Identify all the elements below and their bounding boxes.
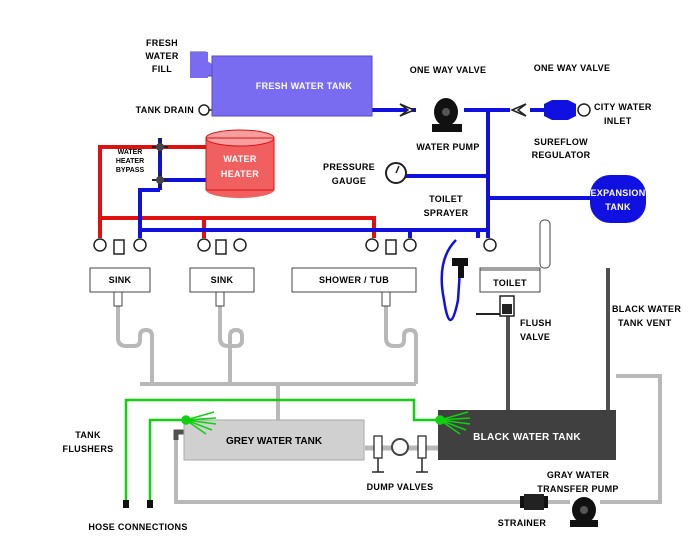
sureflow-regulator-label-1: SUREFLOW — [534, 137, 588, 147]
grey-water-tank-label: GREY WATER TANK — [226, 436, 323, 447]
gray-water-transfer-pump-label-2: TRANSFER PUMP — [537, 484, 618, 494]
fresh-water-tank-label: FRESH WATER TANK — [256, 81, 353, 91]
grey-tank-flusher-icon — [181, 411, 217, 435]
toilet-sprayer-icon[interactable] — [452, 258, 468, 278]
toilet-sprayer-label-2: SPRAYER — [424, 208, 469, 218]
sureflow-regulator-label-2: REGULATOR — [532, 150, 591, 160]
fresh-water-fill-label-1: FRESH — [146, 38, 178, 48]
hose-connection-2[interactable] — [147, 500, 153, 508]
pressure-gauge-label-1: PRESSURE — [323, 162, 375, 172]
gray-water-transfer-pump-icon[interactable] — [570, 497, 598, 527]
water-heater-label-line2: HEATER — [221, 169, 259, 179]
tank-flushers-label-1: TANK — [75, 430, 101, 440]
flush-valve-label-2: VALVE — [520, 332, 550, 342]
water-heater-bypass-valve-icon[interactable] — [152, 138, 168, 188]
city-water-inlet-icon[interactable] — [577, 103, 591, 117]
city-water-inlet-label-2: INLET — [604, 116, 632, 126]
flush-valve-icon[interactable] — [476, 295, 515, 317]
toilet — [479, 219, 551, 293]
faucet-valves[interactable] — [93, 238, 497, 255]
black-water-tank-label: BLACK WATER TANK — [473, 432, 581, 443]
water-heater-label-line1: WATER — [223, 154, 257, 164]
one-way-valve-label-2: ONE WAY VALVE — [534, 63, 611, 73]
expansion-tank-label-line1: EXPANSION — [590, 188, 645, 198]
sureflow-regulator-icon — [544, 100, 576, 120]
tank-flushers-label-2: FLUSHERS — [63, 444, 114, 454]
water-pump-label: WATER PUMP — [416, 142, 479, 152]
shower-tub-label: SHOWER / TUB — [319, 275, 389, 285]
sink-1-label: SINK — [109, 275, 132, 285]
tank-drain-label: TANK DRAIN — [136, 105, 194, 115]
sink-2 — [189, 267, 255, 307]
expansion-tank — [580, 175, 646, 223]
toilet-label: TOILET — [493, 278, 527, 288]
water-heater-bypass-label-3: BYPASS — [116, 167, 145, 174]
flush-valve-label-1: FLUSH — [520, 318, 552, 328]
pressure-gauge-label-2: GAUGE — [332, 176, 367, 186]
dump-valves-icon[interactable] — [372, 435, 428, 473]
water-heater — [205, 129, 275, 198]
fresh-water-fill-label-2: WATER — [145, 51, 179, 61]
fresh-water-fill-label-3: FILL — [152, 64, 172, 74]
tank-drain-icon[interactable] — [198, 104, 210, 116]
grey-water-tank — [183, 419, 365, 461]
fresh-water-tank — [211, 55, 373, 117]
black-water-tank-vent-label-2: TANK VENT — [618, 318, 672, 328]
toilet-sprayer-label-1: TOILET — [429, 194, 463, 204]
dump-valves-label: DUMP VALVES — [367, 482, 434, 492]
black-water-tank-vent-label-1: BLACK WATER — [612, 304, 681, 314]
pressure-gauge-icon — [385, 162, 407, 184]
tank-flusher-lines — [124, 398, 438, 502]
one-way-valve-label-1: ONE WAY VALVE — [410, 65, 487, 75]
sink-1 — [89, 267, 151, 307]
sink-2-label: SINK — [211, 275, 234, 285]
hose-connection-1[interactable] — [123, 500, 129, 508]
one-way-valve-icon — [399, 103, 416, 117]
black-tank-flusher-icon — [435, 411, 471, 435]
water-pump-icon[interactable] — [432, 98, 462, 132]
strainer-icon — [520, 494, 548, 510]
water-heater-bypass-label-1: WATER — [118, 149, 143, 156]
gray-water-transfer-pump-label-1: GRAY WATER — [547, 470, 610, 480]
one-way-valve-2-icon — [510, 103, 527, 117]
city-water-inlet-label-1: CITY WATER — [594, 102, 652, 112]
strainer-label: STRAINER — [498, 518, 547, 528]
water-heater-bypass-label-2: HEATER — [116, 158, 144, 165]
shower-tub — [291, 267, 417, 307]
hose-connections-label: HOSE CONNECTIONS — [88, 522, 187, 532]
expansion-tank-label-line2: TANK — [605, 202, 631, 212]
